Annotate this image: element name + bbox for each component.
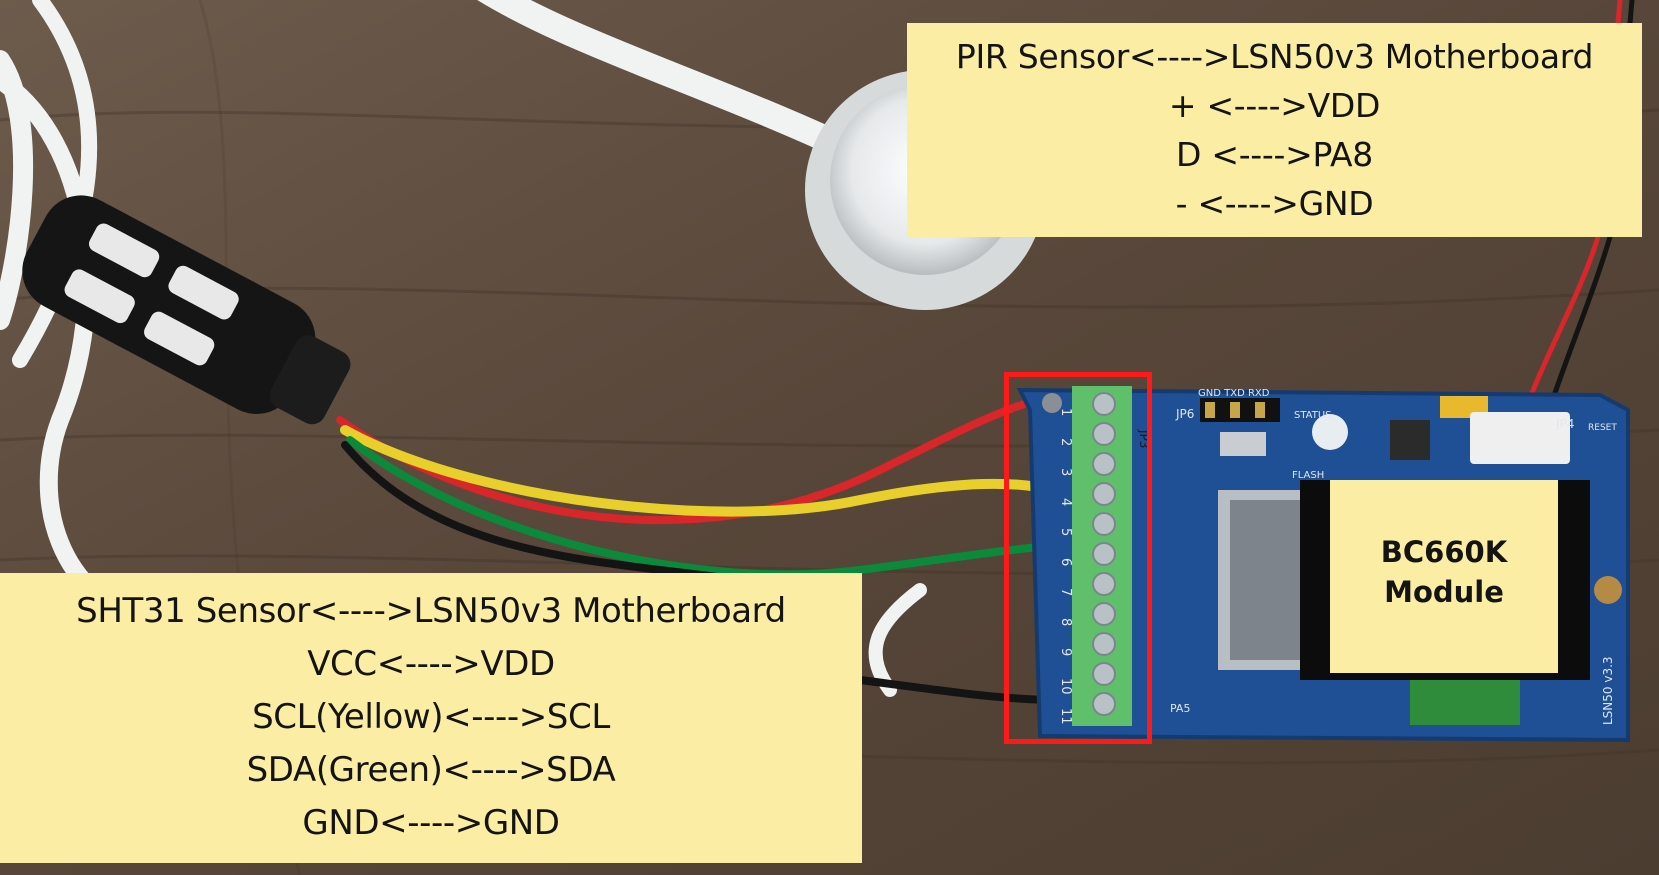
pir-wiring-note: PIR Sensor<---->LSN50v3 Motherboard + <-… [907,23,1642,237]
silkscreen-header-pins: GND TXD RXD [1198,388,1270,399]
bc660k-module-label: BC660K Module [1330,480,1558,673]
silkscreen-pa5: PA5 [1170,702,1190,715]
silkscreen-jp6: JP6 [1175,407,1194,421]
sht-note-scl: SCL(Yellow)<---->SCL [252,697,610,737]
sht-note-gnd: GND<---->GND [302,803,560,843]
silkscreen-version: LSN50 v3.3 [1601,656,1615,725]
pir-note-pa8: D <---->PA8 [1176,135,1373,174]
sht-note-title: SHT31 Sensor<---->LSN50v3 Motherboard [76,591,786,631]
silkscreen-reset: RESET [1588,423,1617,433]
sht-note-vcc: VCC<---->VDD [307,644,555,684]
terminal-number-2: 2 [1058,438,1073,446]
terminal-number-10: 10 [1058,678,1073,695]
sht31-probe [22,195,351,425]
terminal-number-9: 9 [1058,648,1073,656]
terminal-number-3: 3 [1058,468,1073,476]
terminal-number-11: 11 [1058,708,1073,725]
module-name: BC660K [1380,535,1508,569]
silkscreen-jp4: JP4 [1555,417,1574,431]
module-word: Module [1384,575,1504,609]
terminal-number-5: 5 [1058,528,1073,536]
silkscreen-status: STATUS [1294,410,1332,421]
silkscreen-flash: FLASH [1292,470,1324,481]
sht31-wiring-note: SHT31 Sensor<---->LSN50v3 Motherboard VC… [0,573,862,863]
terminal-number-7: 7 [1058,588,1073,596]
terminal-number-6: 6 [1058,558,1073,566]
terminal-number-1: 1 [1058,408,1073,416]
terminal-highlight-box [1004,372,1152,744]
terminal-block [1072,386,1132,726]
sht-note-sda: SDA(Green)<---->SDA [246,750,616,790]
pir-note-vdd: + <---->VDD [1168,86,1381,125]
pir-note-title: PIR Sensor<---->LSN50v3 Motherboard [955,37,1594,76]
terminal-number-4: 4 [1058,498,1073,506]
pir-note-gnd: - <---->GND [1175,184,1374,223]
terminal-number-8: 8 [1058,618,1073,626]
